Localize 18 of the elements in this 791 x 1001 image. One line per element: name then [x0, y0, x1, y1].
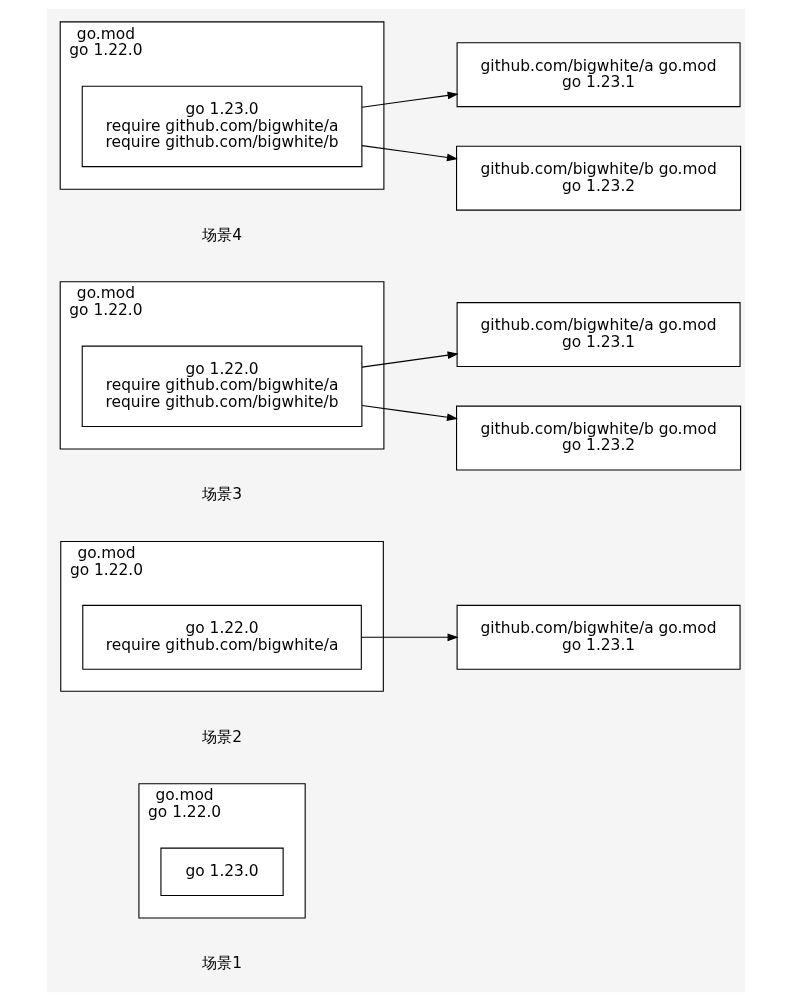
- node-box: github.com/bigwhite/a go.mod go 1.23.1: [456, 604, 741, 670]
- arrow: [360, 91, 459, 108]
- node-box: go 1.23.0 require github.com/bigwhite/a require github.com/bigwhite/b: [81, 85, 362, 168]
- node-box: go 1.22.0 require github.com/bigwhite/a: [81, 604, 362, 670]
- node-box: github.com/bigwhite/b go.mod go 1.23.2: [455, 145, 741, 211]
- node-box: go 1.22.0 require github.com/bigwhite/a require github.com/bigwhite/b: [81, 345, 362, 427]
- label: 场景1: [201, 954, 242, 973]
- arrow: [360, 145, 458, 162]
- label: 场景4: [201, 225, 242, 244]
- node-box: github.com/bigwhite/a go.mod go 1.23.1: [456, 302, 741, 367]
- arrow: [360, 633, 459, 642]
- label: 场景3: [201, 485, 242, 504]
- arrow: [360, 351, 459, 368]
- node-box: go 1.23.0: [159, 847, 284, 896]
- node-box: github.com/bigwhite/b go.mod go 1.23.2: [455, 405, 741, 471]
- node-box: github.com/bigwhite/a go.mod go 1.23.1: [456, 42, 741, 108]
- arrow: [360, 404, 458, 422]
- label: 场景2: [201, 727, 242, 746]
